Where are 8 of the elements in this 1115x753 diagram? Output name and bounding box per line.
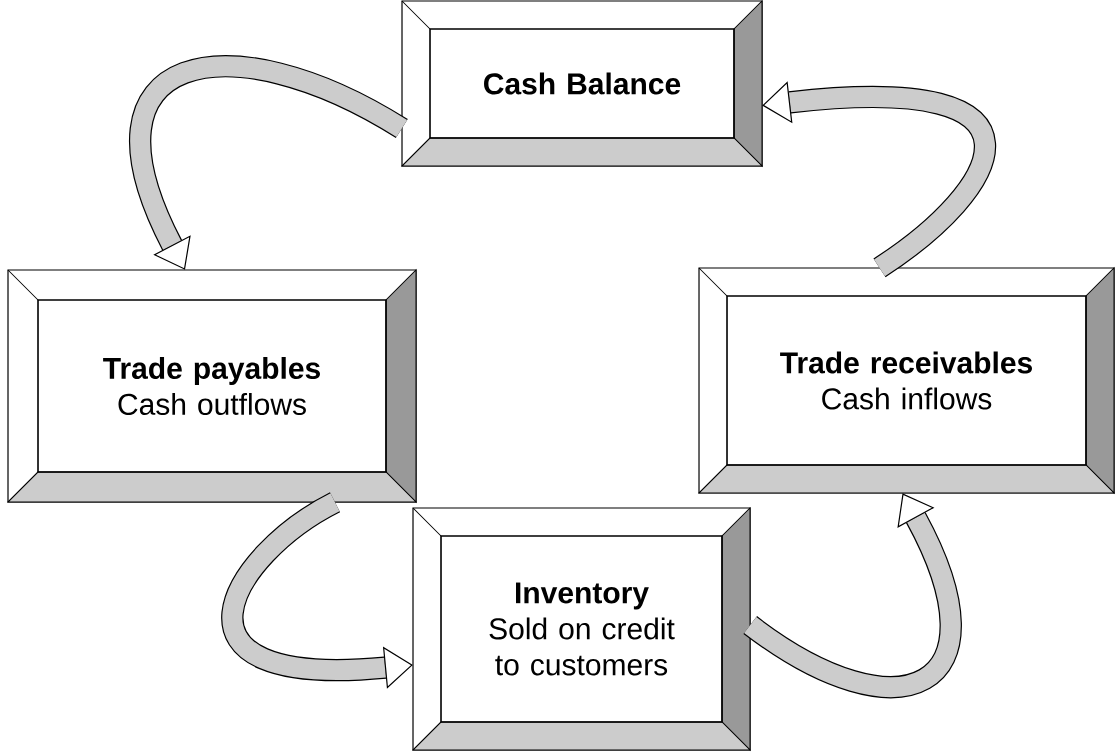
bevel-box: Trade receivables Cash inflows xyxy=(698,267,1115,494)
curved-arrow xyxy=(129,55,408,270)
curved-arrow xyxy=(221,492,413,689)
bevel-box: Cash Balance xyxy=(401,0,763,167)
bevel-box: Trade payables Cash outflows xyxy=(7,269,417,503)
curved-arrow xyxy=(743,493,962,698)
curved-arrow xyxy=(762,81,996,277)
bevel-box: Inventory Sold on credit to customers xyxy=(412,507,751,751)
